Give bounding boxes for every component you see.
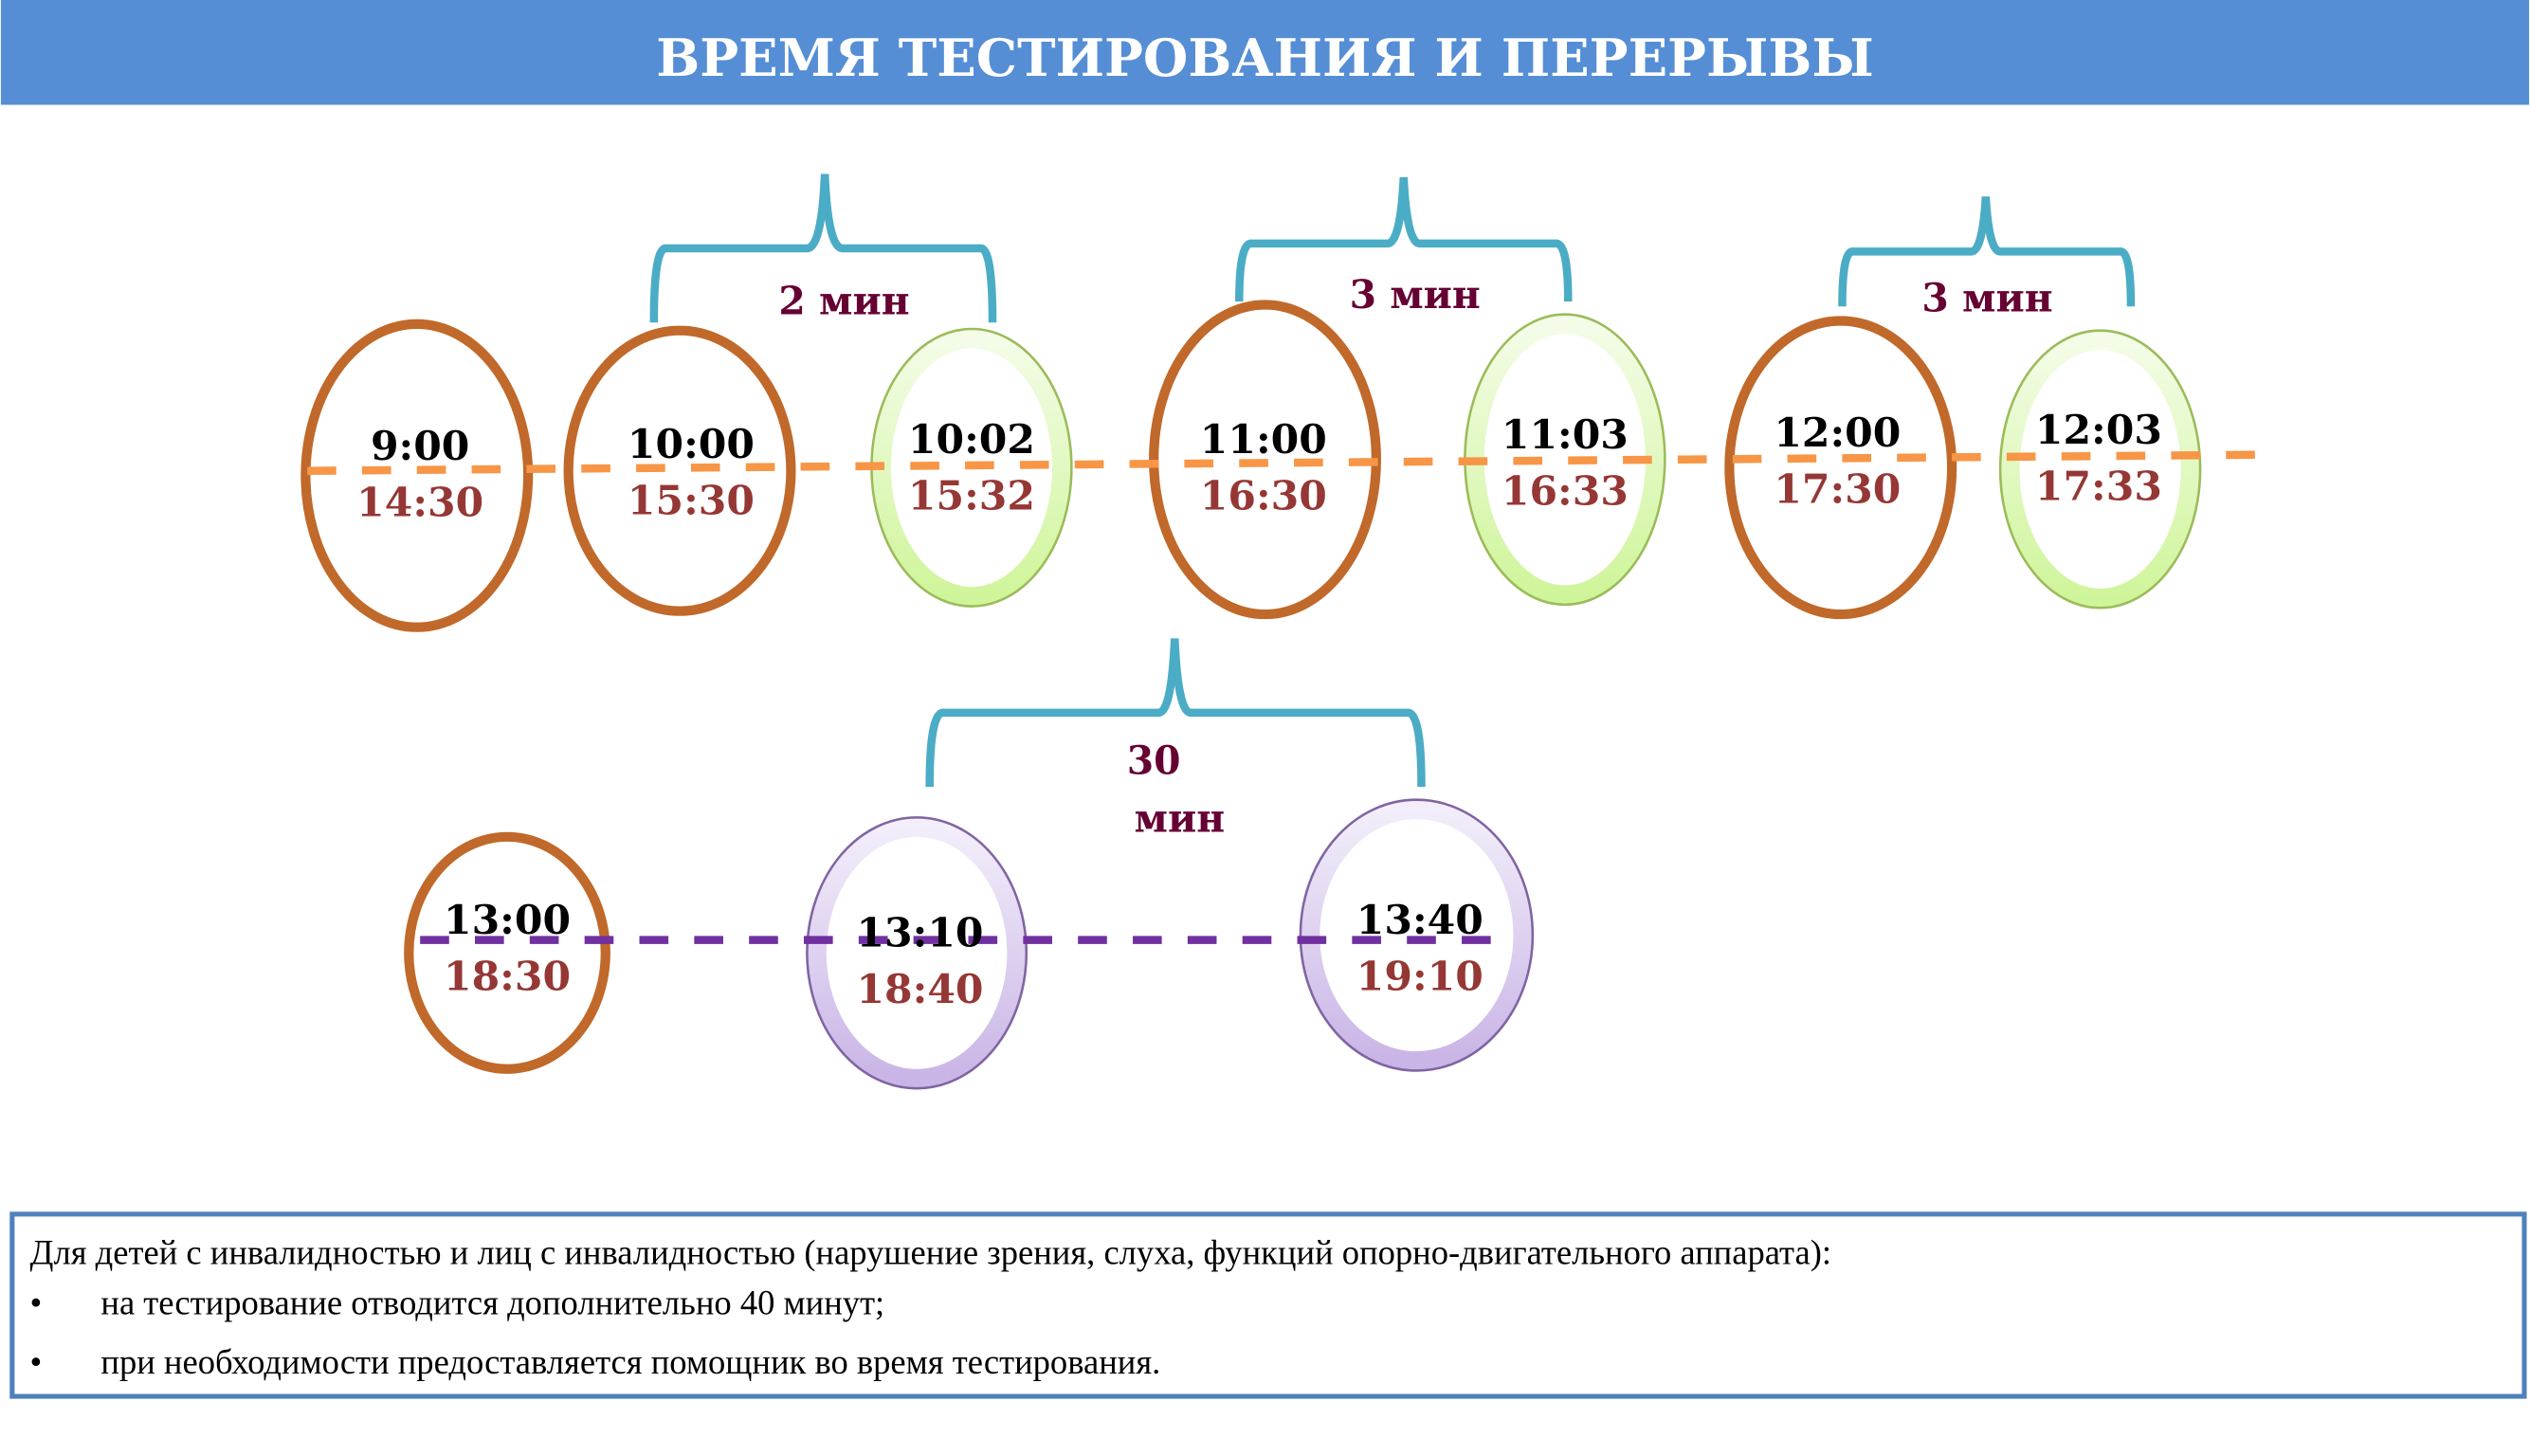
note-bullet: на тестирование отводится дополнительно … xyxy=(100,1283,884,1321)
lunch-ring-outline xyxy=(1299,798,1535,1072)
start-time: 10:02 xyxy=(908,416,1035,464)
note-box xyxy=(9,1211,2527,1399)
brace-label-line1: 30 xyxy=(1127,737,1181,783)
brace-group xyxy=(649,173,2136,788)
local-time: 19:10 xyxy=(1356,953,1483,1000)
brace-30min xyxy=(925,638,1426,788)
lunch-ring xyxy=(1300,799,1533,1071)
bullet-icon: • xyxy=(30,1283,43,1321)
local-time: 15:30 xyxy=(628,478,755,525)
local-time: 14:30 xyxy=(356,479,483,526)
brace-3min-2 xyxy=(1838,196,2136,307)
note-intro: Для детей с инвалидностью и лиц с инвали… xyxy=(30,1233,1832,1272)
start-time: 12:00 xyxy=(1774,410,1901,457)
row2-ellipses xyxy=(404,798,1535,1090)
brace-label: 2 мин xyxy=(778,279,909,324)
break-ring-outline xyxy=(1998,329,2202,610)
break-ring xyxy=(2000,330,2201,609)
brace-label: 3 мин xyxy=(1350,272,1481,318)
local-time: 15:32 xyxy=(908,473,1035,520)
local-time: 16:30 xyxy=(1200,473,1327,520)
lunch-ring-outline xyxy=(806,816,1028,1090)
test-ring xyxy=(404,831,610,1074)
brace-label-line2: мин xyxy=(1135,796,1226,842)
local-time: 18:30 xyxy=(444,953,571,1000)
local-time: 17:33 xyxy=(2035,463,2162,510)
local-time: 18:40 xyxy=(856,966,983,1013)
brace-3min-1 xyxy=(1235,176,1573,302)
test-ring xyxy=(563,325,796,616)
lunch-ring xyxy=(807,817,1027,1089)
test-ring xyxy=(300,318,534,632)
start-time: 13:40 xyxy=(1356,897,1483,944)
start-time: 13:00 xyxy=(444,897,571,944)
start-time: 13:10 xyxy=(856,909,983,956)
test-ring xyxy=(1724,316,1957,620)
start-time: 11:03 xyxy=(1502,411,1629,459)
local-time: 17:30 xyxy=(1774,466,1901,514)
brace-2min-1 xyxy=(649,173,997,323)
page-title: ВРЕМЯ ТЕСТИРОВАНИЯ И ПЕРЕРЫВЫ xyxy=(656,27,1874,88)
local-time: 16:33 xyxy=(1502,467,1629,515)
start-time: 12:03 xyxy=(2035,407,2162,454)
start-time: 11:00 xyxy=(1200,416,1327,464)
start-time: 9:00 xyxy=(371,423,469,470)
note-bullet: при необходимости предоставляется помощн… xyxy=(100,1342,1160,1381)
header-bar xyxy=(0,0,2530,105)
bullet-icon: • xyxy=(30,1342,43,1381)
brace-label: 3 мин xyxy=(1921,275,2052,320)
start-time: 10:00 xyxy=(628,421,755,468)
